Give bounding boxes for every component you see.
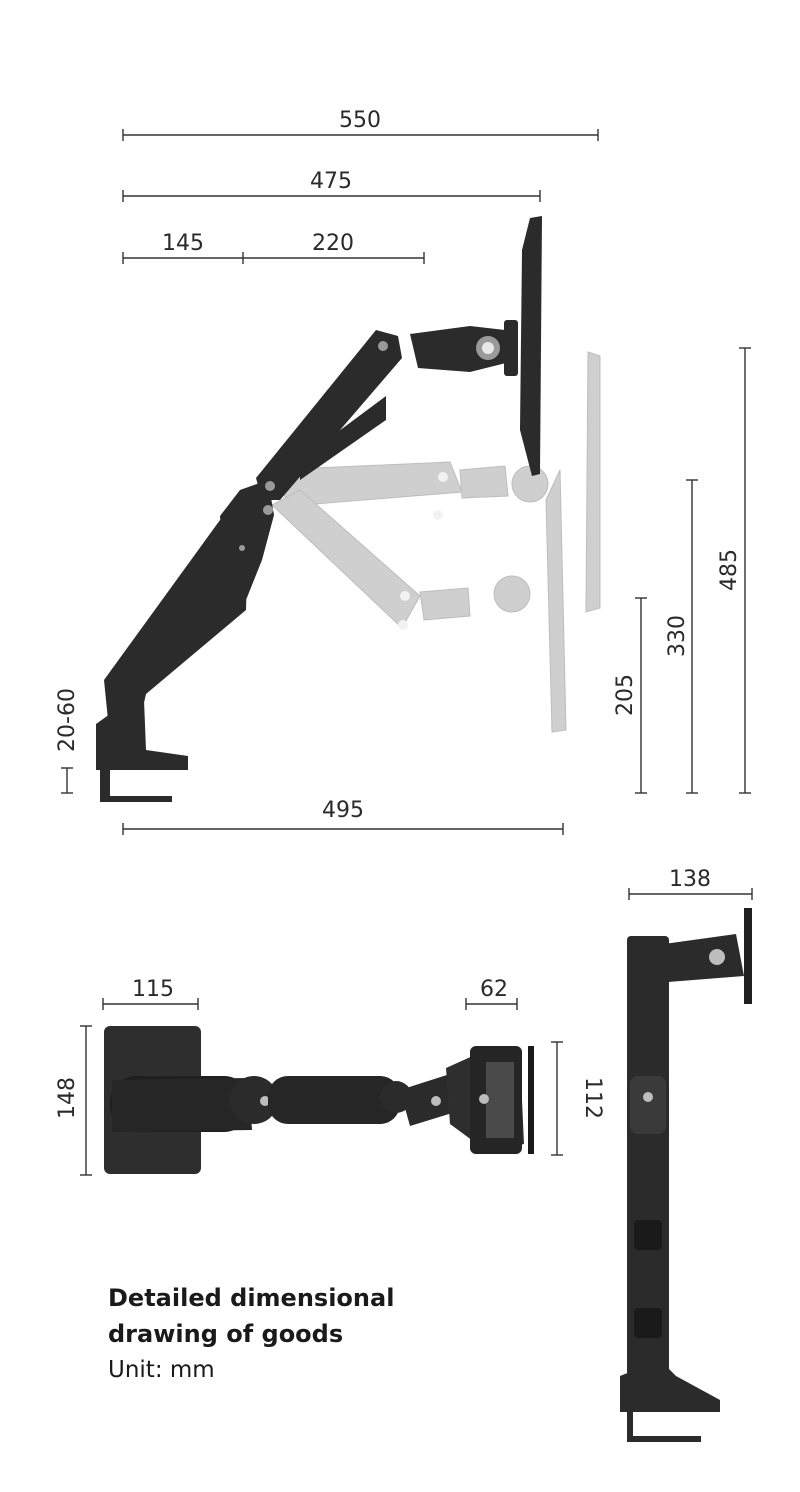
caption-block: Detailed dimensional drawing of goods Un… [108,1280,394,1388]
dim-112-label: 112 [580,1077,605,1119]
caption-unit: Unit: mm [108,1357,215,1383]
caption-title-line1: Detailed dimensional [108,1284,395,1312]
dim-495-label: 495 [322,798,364,823]
top-dimension-lines [80,998,563,1176]
dim-475-label: 475 [310,169,352,194]
monitor-arm-front-view [620,908,752,1442]
ghost-joints [398,472,448,630]
dim-330-label: 330 [665,615,690,657]
dim-148-label: 148 [55,1077,80,1119]
dim-115-label: 115 [132,977,174,1002]
monitor-arm-top-view [104,1026,534,1174]
ghost-arm-positions [269,351,601,733]
dim-145-label: 145 [162,231,204,256]
front-dimension-lines [628,888,753,900]
dim-138-label: 138 [669,867,711,892]
side-dimension-lines [61,129,751,835]
side-knob-icon [482,342,494,354]
dim-220-label: 220 [312,231,354,256]
dim-62-label: 62 [480,977,508,1002]
caption-title-line2: drawing of goods [108,1320,344,1348]
dim-485-label: 485 [717,549,742,591]
monitor-arm-side-view [96,216,542,802]
dim-550-label: 550 [339,108,381,133]
dim-205-label: 205 [613,674,638,716]
dim-clamp-label: 20-60 [55,688,80,752]
